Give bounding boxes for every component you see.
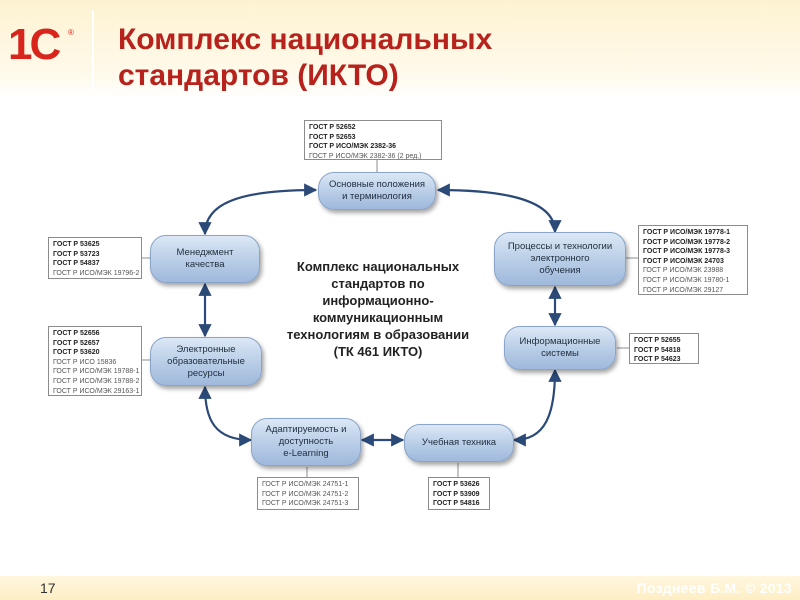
standard-item: ГОСТ Р 53625 (53, 241, 100, 248)
standard-item: ГОСТ Р ИСО/МЭК 19788-1 (53, 368, 140, 376)
node-processes: Процессы и технологии электронного обуче… (494, 232, 626, 286)
standard-item: ГОСТ Р 54816 (433, 500, 480, 508)
standard-item: ГОСТ Р ИСО 15836 (53, 358, 117, 366)
standard-item: ГОСТ Р ИСО/МЭК 19778-3 (643, 248, 731, 256)
logo-registered-mark: ® (68, 28, 74, 37)
logo-1c: 1С (8, 20, 61, 69)
node-adaptability-label: Адаптируемость и доступность e-Learning (265, 424, 347, 459)
standard-item: ГОСТ Р 53620 (53, 349, 100, 357)
standard-item: ГОСТ Р 53909 (433, 490, 480, 498)
header-divider (92, 10, 94, 90)
node-infosystems-label: Информационные системы (519, 336, 601, 359)
slide-title-line-1: Комплекс национальных (118, 23, 493, 56)
node-equipment: Учебная техника (404, 424, 514, 462)
standard-item: ГОСТ Р 52653 (309, 133, 356, 141)
node-infosystems: Информационные системы (504, 326, 616, 370)
author-copyright: Позднеев Б.М. © 2013 (636, 580, 792, 596)
node-basics: Основные положения и терминология (318, 172, 436, 210)
standard-item: ГОСТ Р 52657 (53, 339, 100, 347)
standard-item: ГОСТ Р ИСО/МЭК 19778-2 (643, 238, 731, 246)
arrow-management-basics (198, 183, 318, 236)
standard-item: ГОСТ Р 52656 (53, 330, 100, 337)
arrow-infosystems-equipment (512, 368, 562, 447)
standard-item: ГОСТ Р ИСО/МЭК 24751-2 (262, 490, 349, 498)
standard-item: ГОСТ Р ИСО/МЭК 2382-36 (2 ред.) (309, 152, 422, 160)
standard-item: ГОСТ Р ИСО/МЭК 19780-1 (643, 276, 730, 284)
arrow-basics-processes (436, 183, 562, 234)
standard-item: ГОСТ Р 53723 (53, 250, 100, 258)
standard-item: ГОСТ Р ИСО/МЭК 24751-3 (262, 500, 349, 508)
node-basics-label: Основные положения и терминология (328, 179, 426, 202)
header-band: 1С ® Комплекс национальных стандартов (И… (0, 0, 800, 100)
standard-item: ГОСТ Р 54837 (53, 260, 100, 268)
standard-item: ГОСТ Р ИСО/МЭК 23988 (643, 267, 724, 275)
arrow-adaptability-resources (198, 385, 253, 447)
standard-item: ГОСТ Р 53626 (433, 481, 480, 488)
standard-item: ГОСТ Р ИСО/МЭК 19796-2 (53, 269, 140, 277)
standard-item: ГОСТ Р ИСО/МЭК 24703 (643, 257, 724, 265)
footer-band: 17 Позднеев Б.М. © 2013 (0, 576, 800, 600)
node-management-label: Менеджмент качества (176, 247, 234, 270)
diagram-center-text: Комплекс национальных стандартов по инфо… (286, 259, 470, 359)
standard-item: ГОСТ Р 52655 (634, 337, 681, 344)
node-resources-label: Электронные образовательные ресурсы (167, 343, 245, 379)
node-adaptability: Адаптируемость и доступность e-Learning (251, 418, 361, 466)
node-processes-label: Процессы и технологии электронного обуче… (507, 241, 613, 276)
node-resources: Электронные образовательные ресурсы (150, 337, 262, 386)
slide-title-line-2: стандартов (ИКТО) (118, 59, 399, 92)
standard-item: ГОСТ Р ИСО/МЭК 29163-1 (53, 387, 140, 395)
standard-item: ГОСТ Р 54623 (634, 356, 681, 364)
standard-item: ГОСТ Р 52652 (309, 124, 356, 131)
standard-item: ГОСТ Р ИСО/МЭК 19788-2 (53, 377, 140, 385)
standard-item: ГОСТ Р ИСО/МЭК 2382-36 (309, 143, 397, 151)
standard-item: ГОСТ Р ИСО/МЭК 29127 (643, 286, 724, 294)
node-equipment-label: Учебная техника (421, 437, 497, 448)
slide-title: Комплекс национальных стандартов (ИКТО) (118, 22, 492, 94)
node-management: Менеджмент качества (150, 235, 260, 283)
standard-item: ГОСТ Р ИСО/МЭК 19778-1 (643, 229, 731, 236)
standard-item: ГОСТ Р ИСО/МЭК 24751-1 (262, 481, 349, 488)
standard-item: ГОСТ Р 54818 (634, 346, 681, 354)
page-number: 17 (40, 580, 56, 596)
